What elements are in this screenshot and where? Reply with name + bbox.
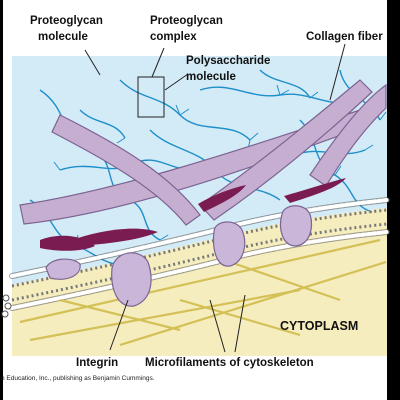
proteoglycan-complex-box — [137, 76, 165, 118]
label-integrin: Integrin — [76, 357, 118, 369]
label-polysaccharide-line1: Polysaccharide — [186, 55, 270, 67]
leader-proteoglycan-complex — [151, 47, 165, 78]
collagen-fiber — [309, 83, 387, 187]
fibronectin — [284, 178, 346, 203]
right-frame — [387, 0, 400, 400]
leader-proteoglycan-molecule — [84, 49, 101, 76]
collagen-fiber — [199, 79, 373, 221]
leader-microfilament — [209, 299, 226, 353]
fibronectin-molecules — [40, 178, 346, 251]
fibronectin — [78, 228, 158, 246]
integrin — [279, 205, 313, 247]
integrin — [45, 258, 81, 280]
leader-lines — [84, 43, 346, 353]
label-polysaccharide-line2: molecule — [186, 71, 236, 83]
microfilaments — [19, 238, 387, 347]
left-frame — [0, 0, 3, 400]
label-proteoglycan-molecule-line2: molecule — [38, 31, 88, 43]
label-cytoplasm: CYTOPLASM — [280, 319, 358, 333]
collagen-fiber — [51, 114, 201, 226]
integrin — [111, 252, 152, 307]
lipid-fragment — [1, 294, 12, 318]
leader-integrin — [109, 299, 129, 351]
label-collagen-fiber: Collagen fiber — [306, 31, 383, 43]
label-proteoglycan-complex-line1: Proteoglycan — [150, 15, 223, 27]
leader-collagen — [329, 43, 346, 101]
integrin — [212, 221, 246, 267]
integrins — [45, 205, 313, 307]
leader-polysaccharide — [164, 73, 189, 91]
collagen-fibers — [19, 79, 387, 226]
credit-line: n Education, Inc., publishing as Benjami… — [1, 375, 155, 382]
label-proteoglycan-complex-line2: complex — [150, 31, 197, 43]
leader-microfilament — [234, 294, 246, 353]
fibronectin — [198, 185, 246, 212]
label-microfilaments: Microfilaments of cytoskeleton — [145, 357, 314, 369]
label-proteoglycan-molecule-line1: Proteoglycan — [30, 15, 103, 27]
